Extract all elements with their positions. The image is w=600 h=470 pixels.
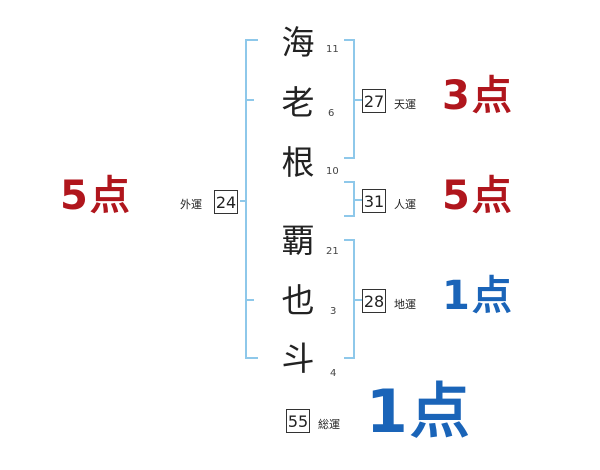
- name-char-4: 覇: [281, 221, 315, 260]
- tenun-value-box: 27: [362, 89, 386, 113]
- name-char-5: 也: [281, 281, 315, 320]
- jinun-value-box: 31: [362, 189, 386, 213]
- chiun-value-box: 28: [362, 289, 386, 313]
- tenun-label: 天運: [394, 98, 416, 111]
- gaiun-label: 外運: [180, 198, 202, 211]
- souun-label: 総運: [318, 418, 340, 431]
- name-char-1: 海: [281, 23, 315, 62]
- name-char-3: 根: [281, 143, 315, 182]
- name-char-6: 斗: [281, 339, 315, 378]
- stroke-count-1: 11: [326, 44, 339, 55]
- stroke-count-2: 6: [328, 108, 335, 119]
- gaiun-score: 5点: [60, 173, 132, 219]
- jinun-score: 5点: [442, 173, 514, 219]
- stroke-count-5: 3: [330, 306, 337, 317]
- chiun-score: 1点: [442, 273, 514, 319]
- stroke-count-4: 21: [326, 246, 339, 257]
- souun-value-box: 55: [286, 409, 310, 433]
- tenun-score: 3点: [442, 73, 514, 119]
- chiun-label: 地運: [394, 298, 416, 311]
- stroke-count-6: 4: [330, 368, 337, 379]
- souun-score: 1点: [366, 377, 472, 447]
- name-char-2: 老: [281, 83, 315, 122]
- jinun-label: 人運: [394, 198, 416, 211]
- gaiun-value-box: 24: [214, 190, 238, 214]
- stroke-count-3: 10: [326, 166, 339, 177]
